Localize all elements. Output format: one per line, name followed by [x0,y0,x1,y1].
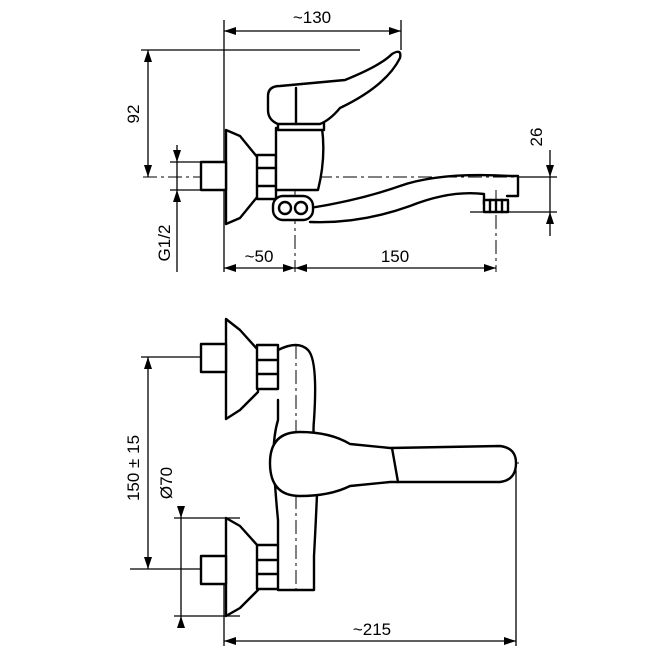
front-lever-joint [390,446,400,484]
collar-hole-right [293,200,309,216]
lower-rosette [224,516,260,618]
upper-rosette [224,317,260,421]
front-body-right-edge [276,343,320,592]
spout-lower-edge [308,192,486,224]
lever-handle [266,50,402,126]
side-view: ~130 92 26 G1/2 ~50 150 [124,8,557,272]
inlet-nut [199,160,228,192]
dim-label-130: ~130 [293,8,331,27]
dim-label-diameter: Ø70 [157,467,176,499]
dim-label-215: ~215 [353,620,391,639]
dim-label-50: ~50 [245,247,274,266]
front-view: 150 ± 15 Ø70 ~215 [124,317,520,646]
collar-hole-left [277,200,293,216]
mixer-body [274,126,325,192]
dim-arrows-thread [173,150,181,202]
dim-label-spacing: 150 ± 15 [124,435,143,501]
dim-arrows-26 [546,165,554,224]
front-lever [268,430,518,498]
dim-label-thread: G1/2 [155,225,174,262]
wall-rosette [224,128,260,226]
lower-hex-nut [255,543,280,591]
lower-inlet-nut [199,554,228,586]
upper-inlet-nut [199,342,228,374]
upper-hex-nut [255,343,280,391]
dim-label-150: 150 [381,247,409,266]
spout-upper-edge [308,173,520,210]
hex-nut [255,153,278,201]
dim-label-92: 92 [124,105,143,124]
dim-label-26: 26 [527,128,546,147]
